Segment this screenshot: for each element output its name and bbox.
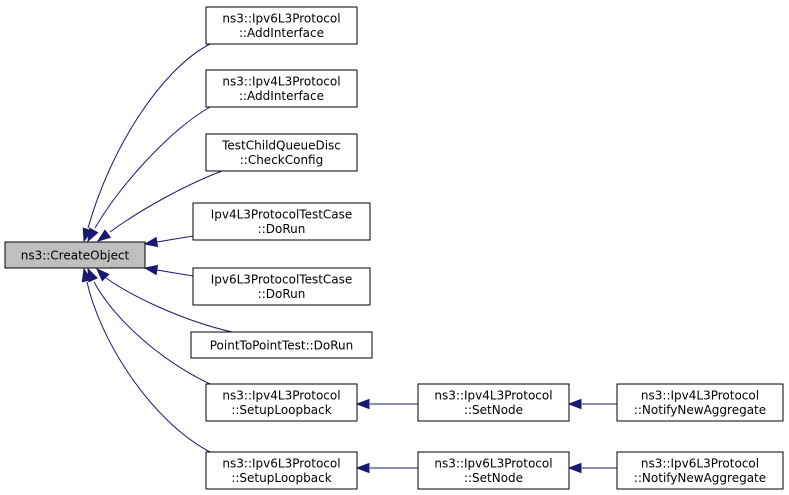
arrowhead-icon bbox=[81, 267, 92, 283]
node-test-child-queue-disc[interactable]: TestChildQueueDisc::CheckConfig bbox=[205, 133, 358, 172]
node-box bbox=[417, 451, 570, 490]
node-box bbox=[192, 202, 371, 241]
node-label: ::DoRun bbox=[258, 222, 306, 236]
node-box bbox=[417, 383, 570, 422]
node-ipv4-test-case[interactable]: Ipv4L3ProtocolTestCase::DoRun bbox=[192, 202, 371, 241]
call-edge-ipv6-add-interface-to-create-object bbox=[82, 43, 211, 243]
node-p2p-test[interactable]: PointToPointTest::DoRun bbox=[190, 331, 373, 359]
call-edge-test-child-queue-disc-to-create-object bbox=[96, 170, 223, 242]
node-ipv4-add-interface[interactable]: ns3::Ipv4L3Protocol::AddInterface bbox=[205, 69, 358, 108]
node-ipv6-notify[interactable]: ns3::Ipv6L3Protocol::NotifyNewAggregate bbox=[616, 451, 784, 490]
node-box bbox=[4, 241, 146, 269]
call-edge-ipv6-notify-to-ipv6-set-node bbox=[567, 462, 617, 474]
node-label: ::AddInterface bbox=[239, 26, 324, 40]
call-edge-ipv4-test-case-to-create-object bbox=[143, 235, 194, 248]
node-label: Ipv6L3ProtocolTestCase bbox=[211, 273, 353, 287]
node-ipv6-setup-loopback[interactable]: ns3::Ipv6L3Protocol::SetupLoopback bbox=[205, 451, 358, 490]
call-edge-ipv6-test-case-to-create-object bbox=[143, 264, 194, 277]
arrowhead-icon bbox=[95, 267, 110, 282]
node-box bbox=[205, 451, 358, 490]
arrowhead-icon bbox=[355, 462, 370, 474]
arrowhead-icon bbox=[96, 229, 112, 242]
node-box bbox=[205, 69, 358, 108]
node-label: ns3::Ipv4L3Protocol bbox=[222, 389, 340, 403]
node-ipv4-setup-loopback[interactable]: ns3::Ipv4L3Protocol::SetupLoopback bbox=[205, 383, 358, 422]
node-label: ns3::Ipv4L3Protocol bbox=[641, 389, 759, 403]
node-box bbox=[190, 331, 373, 359]
node-ipv4-set-node[interactable]: ns3::Ipv4L3Protocol::SetNode bbox=[417, 383, 570, 422]
edge-line bbox=[109, 170, 223, 233]
arrowhead-icon bbox=[143, 264, 159, 276]
node-ipv6-add-interface[interactable]: ns3::Ipv6L3Protocol::AddInterface bbox=[205, 6, 358, 45]
node-label: ::NotifyNewAggregate bbox=[634, 403, 766, 417]
call-edge-ipv6-set-node-to-ipv6-setup-loopback bbox=[355, 462, 418, 474]
node-label: ns3::Ipv6L3Protocol bbox=[434, 457, 552, 471]
edge-line bbox=[94, 106, 211, 229]
call-nodes: ns3::CreateObjectns3::Ipv6L3Protocol::Ad… bbox=[4, 6, 784, 490]
node-box bbox=[205, 383, 358, 422]
node-label: ::AddInterface bbox=[239, 89, 324, 103]
node-label: ::SetNode bbox=[464, 471, 523, 485]
node-box bbox=[205, 133, 358, 172]
arrowhead-icon bbox=[87, 227, 99, 243]
node-box bbox=[205, 6, 358, 45]
edge-line bbox=[105, 277, 233, 333]
call-edge-ipv4-add-interface-to-create-object bbox=[87, 106, 211, 243]
node-label: Ipv4L3ProtocolTestCase bbox=[211, 208, 353, 222]
node-ipv6-test-case[interactable]: Ipv6L3ProtocolTestCase::DoRun bbox=[192, 267, 371, 306]
node-label: ns3::Ipv6L3Protocol bbox=[222, 12, 340, 26]
node-label: ns3::Ipv6L3Protocol bbox=[641, 457, 759, 471]
edge-line bbox=[156, 269, 194, 277]
node-box bbox=[616, 383, 784, 422]
node-label: ns3::CreateObject bbox=[21, 248, 130, 262]
arrowhead-icon bbox=[567, 462, 582, 474]
call-edge-ipv4-notify-to-ipv4-set-node bbox=[567, 398, 617, 410]
node-label: ::CheckConfig bbox=[240, 153, 324, 167]
node-box bbox=[616, 451, 784, 490]
edge-line bbox=[86, 281, 211, 453]
node-label: ::SetNode bbox=[464, 403, 523, 417]
node-label: ::SetupLoopback bbox=[231, 471, 331, 485]
edge-line bbox=[156, 235, 194, 243]
arrowhead-icon bbox=[567, 398, 582, 410]
node-create-object: ns3::CreateObject bbox=[4, 241, 146, 269]
arrowhead-icon bbox=[143, 236, 159, 248]
node-label: ::SetupLoopback bbox=[231, 403, 331, 417]
call-edge-ipv6-setup-loopback-to-create-object bbox=[81, 267, 211, 453]
call-edge-ipv4-set-node-to-ipv4-setup-loopback bbox=[355, 398, 418, 410]
node-ipv6-set-node[interactable]: ns3::Ipv6L3Protocol::SetNode bbox=[417, 451, 570, 490]
node-box bbox=[192, 267, 371, 306]
arrowhead-icon bbox=[355, 398, 370, 410]
node-label: ns3::Ipv6L3Protocol bbox=[222, 457, 340, 471]
call-edge-ipv4-setup-loopback-to-create-object bbox=[87, 267, 211, 385]
call-edges bbox=[81, 43, 617, 474]
node-label: ns3::Ipv4L3Protocol bbox=[222, 75, 340, 89]
call-edge-p2p-test-to-create-object bbox=[95, 267, 233, 333]
node-label: TestChildQueueDisc bbox=[221, 139, 341, 153]
edge-line bbox=[87, 43, 211, 229]
node-label: PointToPointTest::DoRun bbox=[210, 338, 354, 352]
node-label: ns3::Ipv4L3Protocol bbox=[434, 389, 552, 403]
edge-line bbox=[93, 281, 211, 385]
node-label: ::NotifyNewAggregate bbox=[634, 471, 766, 485]
node-ipv4-notify[interactable]: ns3::Ipv4L3Protocol::NotifyNewAggregate bbox=[616, 383, 784, 422]
node-label: ::DoRun bbox=[258, 287, 306, 301]
